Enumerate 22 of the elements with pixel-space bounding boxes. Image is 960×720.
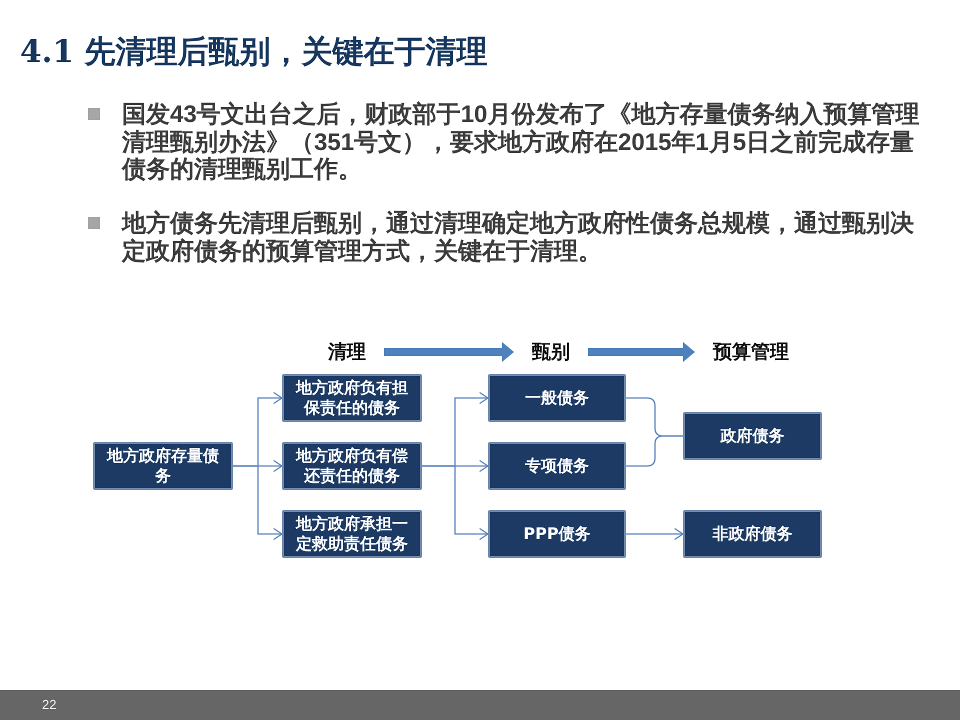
bullet-text: 地方债务先清理后甄别，通过清理确定地方政府性债务总规模，通过甄别决定政府债务的预算管理方式，关键在于清理。 [122,210,915,265]
slide-title: 4.1 先清理后甄别，关键在于清理 [20,33,488,72]
bullet-text: 国发43号文出台之后，财政部于10月份发布了《地方存量债务纳入预算管理清理甄别办法》（351号文），要求地方政府在2015年1月5日之前完成存量债务的清理甄别工作。 [122,101,920,184]
page-number: 22 [42,697,56,713]
block-arrow [588,342,695,362]
connector-line [626,435,683,467]
category-box: 地方政府负有担保责任的债务 [282,374,422,422]
stage-label: 预算管理 [713,340,789,364]
category-box: 一般债务 [488,374,626,422]
category-box: 政府债务 [683,412,822,460]
arrow [422,465,489,540]
block-arrow [384,342,514,362]
stage-label: 清理 [328,340,366,364]
category-box: 地方政府存量债务 [93,442,233,490]
category-box: PPP债务 [488,510,626,558]
category-box: 非政府债务 [683,510,822,558]
category-box: 地方政府承担一定救助责任债务 [282,510,422,558]
arrow [626,528,684,540]
arrow [233,465,283,540]
category-box: 专项债务 [488,442,626,490]
stage-label: 甄别 [532,340,570,364]
category-box: 地方政府负有偿还责任的债务 [282,442,422,490]
